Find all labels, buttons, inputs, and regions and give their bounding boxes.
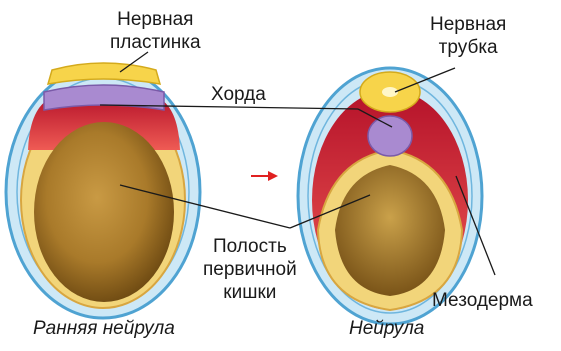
label-neural-tube-line1: Нервная [430, 13, 506, 36]
transition-arrow [251, 171, 278, 181]
label-gut-cavity-line1: Полость [203, 235, 297, 258]
late-chord [368, 116, 412, 156]
label-mesoderm: Мезодерма [432, 289, 533, 312]
neurula-embryo [298, 68, 482, 324]
label-gut-cavity: Полость первичной кишки [203, 235, 297, 304]
early-gut-cavity [34, 122, 174, 302]
label-neural-plate-line2: пластинка [110, 31, 201, 54]
early-neurula-embryo [6, 63, 200, 318]
label-neural-plate: Нервная пластинка [110, 8, 201, 54]
caption-neurula: Нейрула [349, 318, 424, 340]
label-neural-tube-line2: трубка [430, 36, 506, 59]
label-gut-cavity-line2: первичной [203, 258, 297, 281]
label-neural-plate-line1: Нервная [110, 8, 201, 31]
label-neural-tube: Нервная трубка [430, 13, 506, 59]
label-gut-cavity-line3: кишки [203, 281, 297, 304]
caption-early-neurula: Ранняя нейрула [33, 318, 175, 340]
label-chord: Хорда [211, 83, 266, 106]
